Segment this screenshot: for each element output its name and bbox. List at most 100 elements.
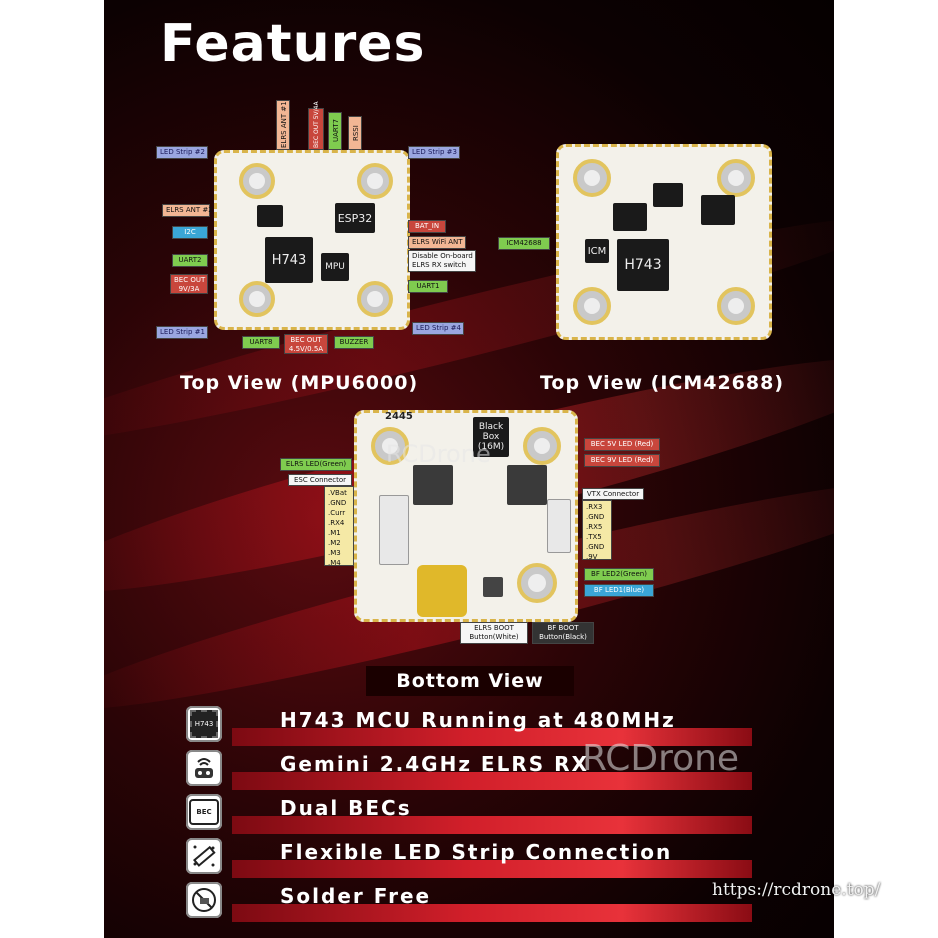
esc-pin: .M1 — [328, 529, 341, 537]
feature-row-solder: Solder Free — [186, 882, 834, 922]
tag-led-strip1: LED Strip #1 — [156, 326, 208, 339]
small-chip — [653, 183, 683, 207]
mounting-pad — [717, 287, 755, 325]
tag-elrs-boot-line2: Button(White) — [469, 633, 519, 641]
feature-label: Gemini 2.4GHz ELRS RX — [280, 752, 589, 776]
esc-pin: .GND — [328, 499, 347, 507]
tag-uart2: UART2 — [172, 254, 208, 267]
tag-disable-elrs-line2: ELRS RX switch — [412, 261, 467, 269]
tag-uart1: UART1 — [408, 280, 448, 293]
blackbox-line2: Box — [482, 432, 500, 442]
esc-pin: .Curr — [328, 509, 346, 517]
tag-bec-out-top: BEC OUT 5V/4A — [308, 101, 324, 150]
tag-bec-out-9v-line1: BEC OUT — [174, 276, 206, 284]
tag-bec-out-9v: BEC OUT 9V/3A — [170, 274, 208, 294]
mounting-pad — [573, 287, 611, 325]
tag-led-strip4: LED Strip #4 — [412, 322, 464, 335]
mounting-pad — [523, 427, 561, 465]
esc-pin: .M4 — [328, 559, 341, 567]
led-strip-icon — [186, 838, 222, 874]
feature-label: H743 MCU Running at 480MHz — [280, 708, 676, 732]
h743-chip: H743 — [617, 239, 669, 291]
mounting-pad — [573, 159, 611, 197]
tag-bec-out-9v-line2: 9V/3A — [178, 285, 200, 293]
feature-label: Dual BECs — [280, 796, 412, 820]
mounting-pad — [517, 563, 557, 603]
tag-bf-boot-line1: BF BOOT — [547, 624, 579, 632]
tag-elrs-ant2: ELRS ANT #2 — [162, 204, 213, 217]
feature-row-mcu: H743 H743 MCU Running at 480MHz — [186, 706, 834, 746]
tag-i2c: I2C — [172, 226, 208, 239]
feature-bar — [232, 816, 752, 834]
tag-bf-boot-line2: Button(Black) — [539, 633, 587, 641]
vtx-pin: .RX5 — [586, 523, 603, 531]
small-chip — [257, 205, 283, 227]
mpu-chip: MPU — [321, 253, 349, 281]
tag-bec9-led: BEC 9V LED (Red) — [584, 454, 660, 467]
esc-pin: .M2 — [328, 539, 341, 547]
chip-icon-body: H743 — [190, 710, 218, 738]
vtx-connector-plug — [547, 499, 571, 553]
blackbox-line3: (16M) — [477, 442, 505, 452]
feature-bar — [232, 904, 752, 922]
feature-row-bec: BEC Dual BECs — [186, 794, 834, 834]
feature-row-elrs: Gemini 2.4GHz ELRS RX — [186, 750, 834, 790]
small-chip — [701, 195, 735, 225]
tag-elrs-boot: ELRS BOOT Button(White) — [460, 622, 528, 644]
vtx-pin: .RX3 — [586, 503, 603, 511]
receiver-icon — [186, 750, 222, 786]
board-bottom-view: 2445 Black Box (16M) — [354, 410, 578, 622]
blackbox-chip: Black Box (16M) — [473, 417, 509, 457]
icm-chip: ICM — [585, 239, 609, 263]
tag-bec-out-bottom-line1: BEC OUT — [290, 336, 322, 344]
tag-disable-elrs-line1: Disable On-board — [412, 252, 473, 260]
tag-vtx-connector: VTX Connector — [582, 488, 644, 500]
feature-row-led: Flexible LED Strip Connection — [186, 838, 834, 878]
tag-rssi: RSSI — [348, 116, 362, 150]
board-model-label: 2445 — [385, 411, 413, 422]
esc-pin: .M3 — [328, 549, 341, 557]
tag-bf-boot: BF BOOT Button(Black) — [532, 622, 594, 644]
tag-led-strip2: LED Strip #2 — [156, 146, 208, 159]
esc-pin: .VBat — [328, 489, 347, 497]
no-solder-icon-glyph — [192, 888, 216, 912]
no-solder-icon — [186, 882, 222, 918]
feature-bar — [232, 860, 752, 878]
watermark-brand-large: RCDrone — [582, 738, 740, 779]
bottom-view-label-box: Bottom View — [366, 666, 574, 696]
tag-esc-connector: ESC Connector — [288, 474, 352, 486]
tag-bec-out-bottom-line2: 4.5V/0.5A — [288, 345, 324, 353]
tag-elrs-wifi-ant: ELRS WiFi ANT — [408, 236, 466, 249]
mounting-pad — [371, 427, 409, 465]
bec-icon: BEC — [186, 794, 222, 830]
small-chip — [613, 203, 647, 231]
inductor — [413, 465, 453, 505]
label-bottom-view: Bottom View — [396, 670, 544, 692]
tag-bf-led1: BF LED1(Blue) — [584, 584, 654, 597]
tag-bf-led2: BF LED2(Green) — [584, 568, 654, 581]
feature-label: Solder Free — [280, 884, 432, 908]
watermark-url: https://rcdrone.top/ — [712, 880, 881, 900]
mounting-pad — [357, 163, 393, 199]
tag-elrs-ant1: ELRS ANT #1 — [276, 100, 290, 150]
tag-buzzer: BUZZER — [334, 336, 374, 349]
tag-led-strip3: LED Strip #3 — [408, 146, 460, 159]
h743-chip: H743 — [265, 237, 313, 283]
vtx-pin: .9V — [586, 553, 598, 561]
tag-uart7: UART7 — [328, 112, 342, 150]
tag-bat-in: BAT_IN — [408, 220, 446, 233]
tag-bec-out-bottom: BEC OUT 4.5V/0.5A — [284, 334, 328, 354]
esc-connector — [379, 495, 409, 565]
tag-uart8: UART8 — [242, 336, 280, 349]
tag-elrs-boot-line1: ELRS BOOT — [474, 624, 514, 632]
page-title: Features — [160, 14, 426, 74]
chip-icon: H743 — [186, 706, 222, 742]
boot-button[interactable] — [483, 577, 503, 597]
label-top-view-mpu6000: Top View (MPU6000) — [180, 372, 419, 394]
usb-c-port — [417, 565, 467, 617]
receiver-icon-glyph — [195, 758, 213, 778]
watermark-brand: RCDrone — [386, 440, 491, 468]
vtx-pin: .TX5 — [586, 533, 602, 541]
led-strip-icon-glyph — [193, 845, 216, 867]
esp32-chip: ESP32 — [335, 203, 375, 233]
